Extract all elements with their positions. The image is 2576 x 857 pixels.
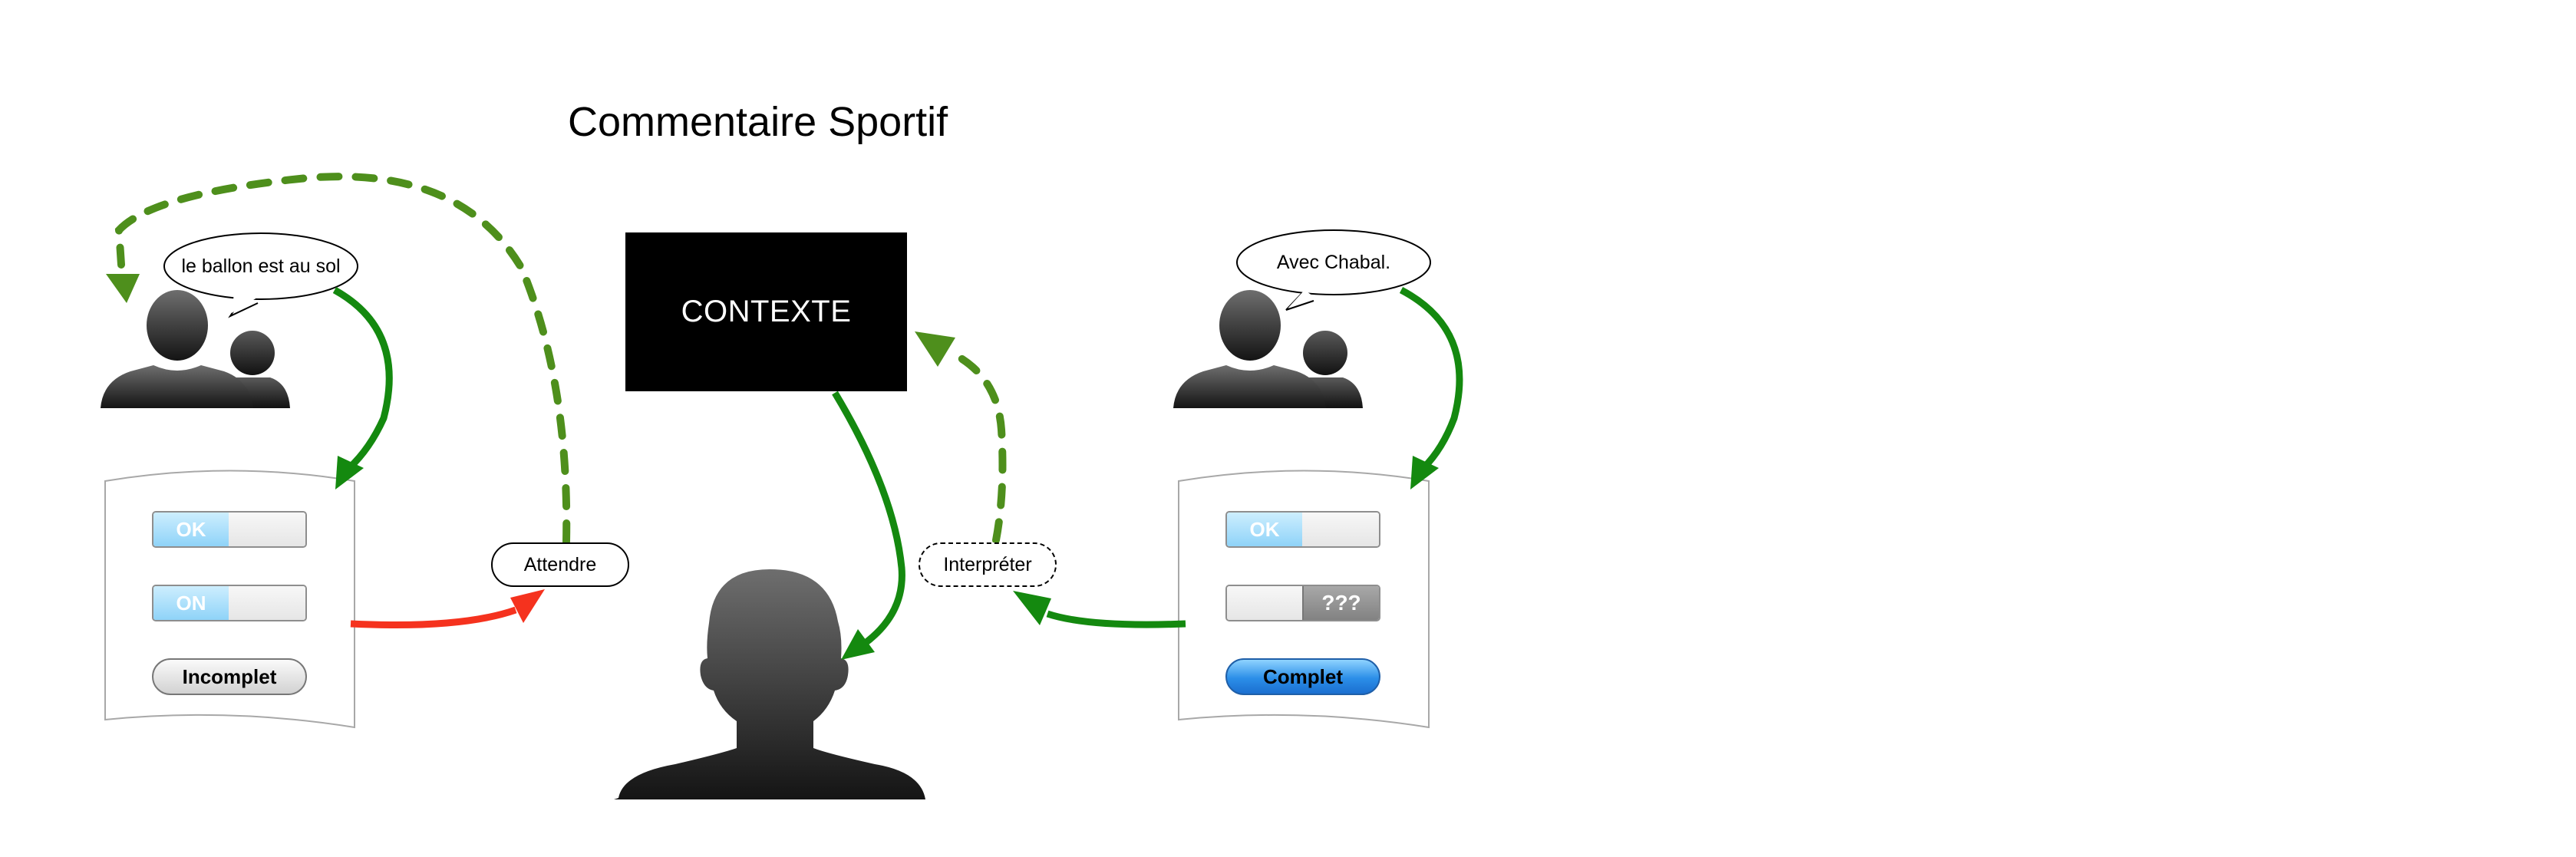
people-icon [101, 290, 290, 408]
arrowhead [1410, 456, 1439, 489]
toggle-off-label: ??? [1302, 586, 1379, 620]
speech-bubble-icon [1236, 229, 1431, 311]
attendre-label: Attendre [491, 542, 629, 587]
toggle-on-label: OK [1227, 513, 1304, 546]
toggle-on-label: OK [153, 513, 230, 546]
people-icon [1173, 290, 1363, 408]
context-label: CONTEXTE [681, 295, 852, 328]
arrowhead [335, 456, 364, 489]
speech-text-left: le ballon est au sol [181, 255, 341, 277]
unknown-toggle-right[interactable]: ??? [1225, 585, 1380, 621]
person-icon [614, 569, 925, 799]
arrowhead [841, 629, 875, 660]
arrowhead [1013, 591, 1051, 625]
page-title: Commentaire Sportif [568, 99, 948, 145]
arrow-document-to-attendre [350, 606, 517, 629]
incomplet-button[interactable]: Incomplet [152, 658, 307, 695]
ok-toggle-left[interactable]: OK [152, 511, 307, 548]
speech-text-right: Avec Chabal. [1276, 252, 1391, 273]
arrowhead [510, 589, 545, 623]
complet-button[interactable]: Complet [1225, 658, 1380, 695]
speech-bubble-icon [163, 232, 358, 318]
arrowhead [915, 331, 955, 367]
on-toggle-left[interactable]: ON [152, 585, 307, 621]
dashed-arrow-attendre-to-people [114, 173, 571, 546]
toggle-on-label: ON [153, 586, 230, 620]
dashed-arrow-interpreter-to-context [948, 349, 1007, 544]
context-box: CONTEXTE [625, 232, 907, 391]
arrow-context-to-person [832, 391, 905, 648]
arrow-document-to-interpreter [1046, 610, 1186, 628]
arrowhead [106, 274, 140, 303]
interpreter-label: Interpréter [919, 542, 1057, 587]
arrow-speech-to-document-left [332, 287, 393, 471]
ok-toggle-right[interactable]: OK [1225, 511, 1380, 548]
arrow-speech-to-document-right [1399, 287, 1463, 471]
